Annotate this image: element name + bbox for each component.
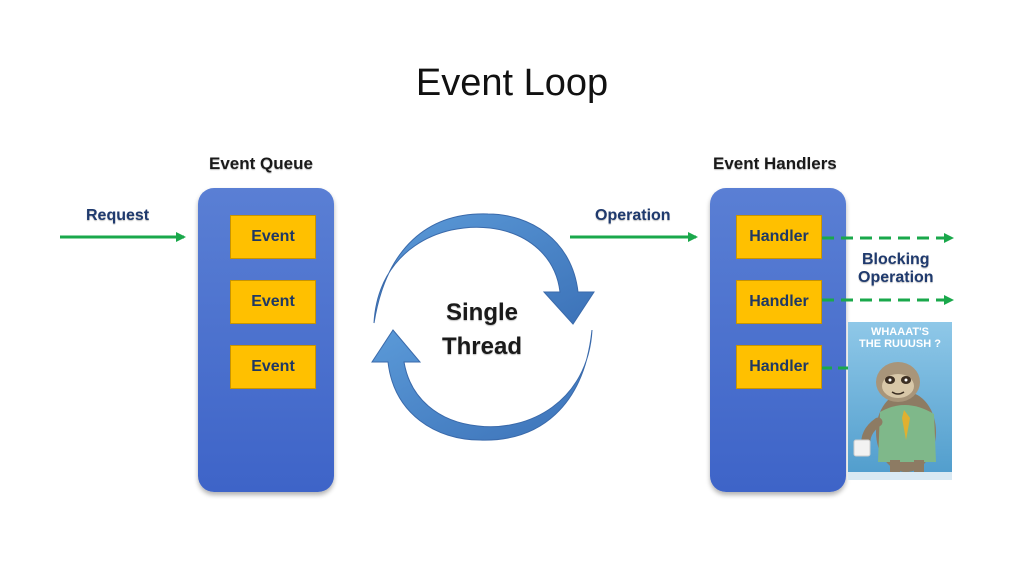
event-box: Event bbox=[230, 215, 316, 259]
operation-label: Operation bbox=[595, 207, 671, 224]
poster-caption-line2: THE RUUUSH ? bbox=[859, 338, 941, 350]
event-box: Event bbox=[230, 280, 316, 324]
event-handlers-title: Event Handlers bbox=[713, 154, 837, 173]
event-box: Event bbox=[230, 345, 316, 389]
blocking-label-line1: Blocking bbox=[862, 251, 930, 268]
single-thread-line2: Thread bbox=[441, 333, 522, 360]
single-thread-line1: Single bbox=[445, 299, 518, 326]
handler-box: Handler bbox=[736, 280, 822, 324]
handler-box: Handler bbox=[736, 215, 822, 259]
page-title: Event Loop bbox=[415, 62, 609, 104]
request-label: Request bbox=[86, 207, 150, 224]
sloth-illustration bbox=[848, 362, 952, 480]
sloth-poster-image: WHAAAT'S THE RUUUSH ? bbox=[848, 322, 952, 480]
handler-box: Handler bbox=[736, 345, 822, 389]
event-queue-title: Event Queue bbox=[209, 154, 313, 173]
poster-caption-line1: WHAAAT'S bbox=[870, 326, 929, 338]
cycle-arrow-top bbox=[373, 213, 595, 325]
blocking-operation-label: Blocking Operation bbox=[858, 251, 934, 287]
poster-caption: WHAAAT'S THE RUUUSH ? bbox=[848, 326, 952, 350]
single-thread-label: Single Thread bbox=[422, 296, 542, 364]
blocking-label-line2: Operation bbox=[858, 269, 934, 286]
cycle-arrow-bottom bbox=[371, 329, 593, 441]
